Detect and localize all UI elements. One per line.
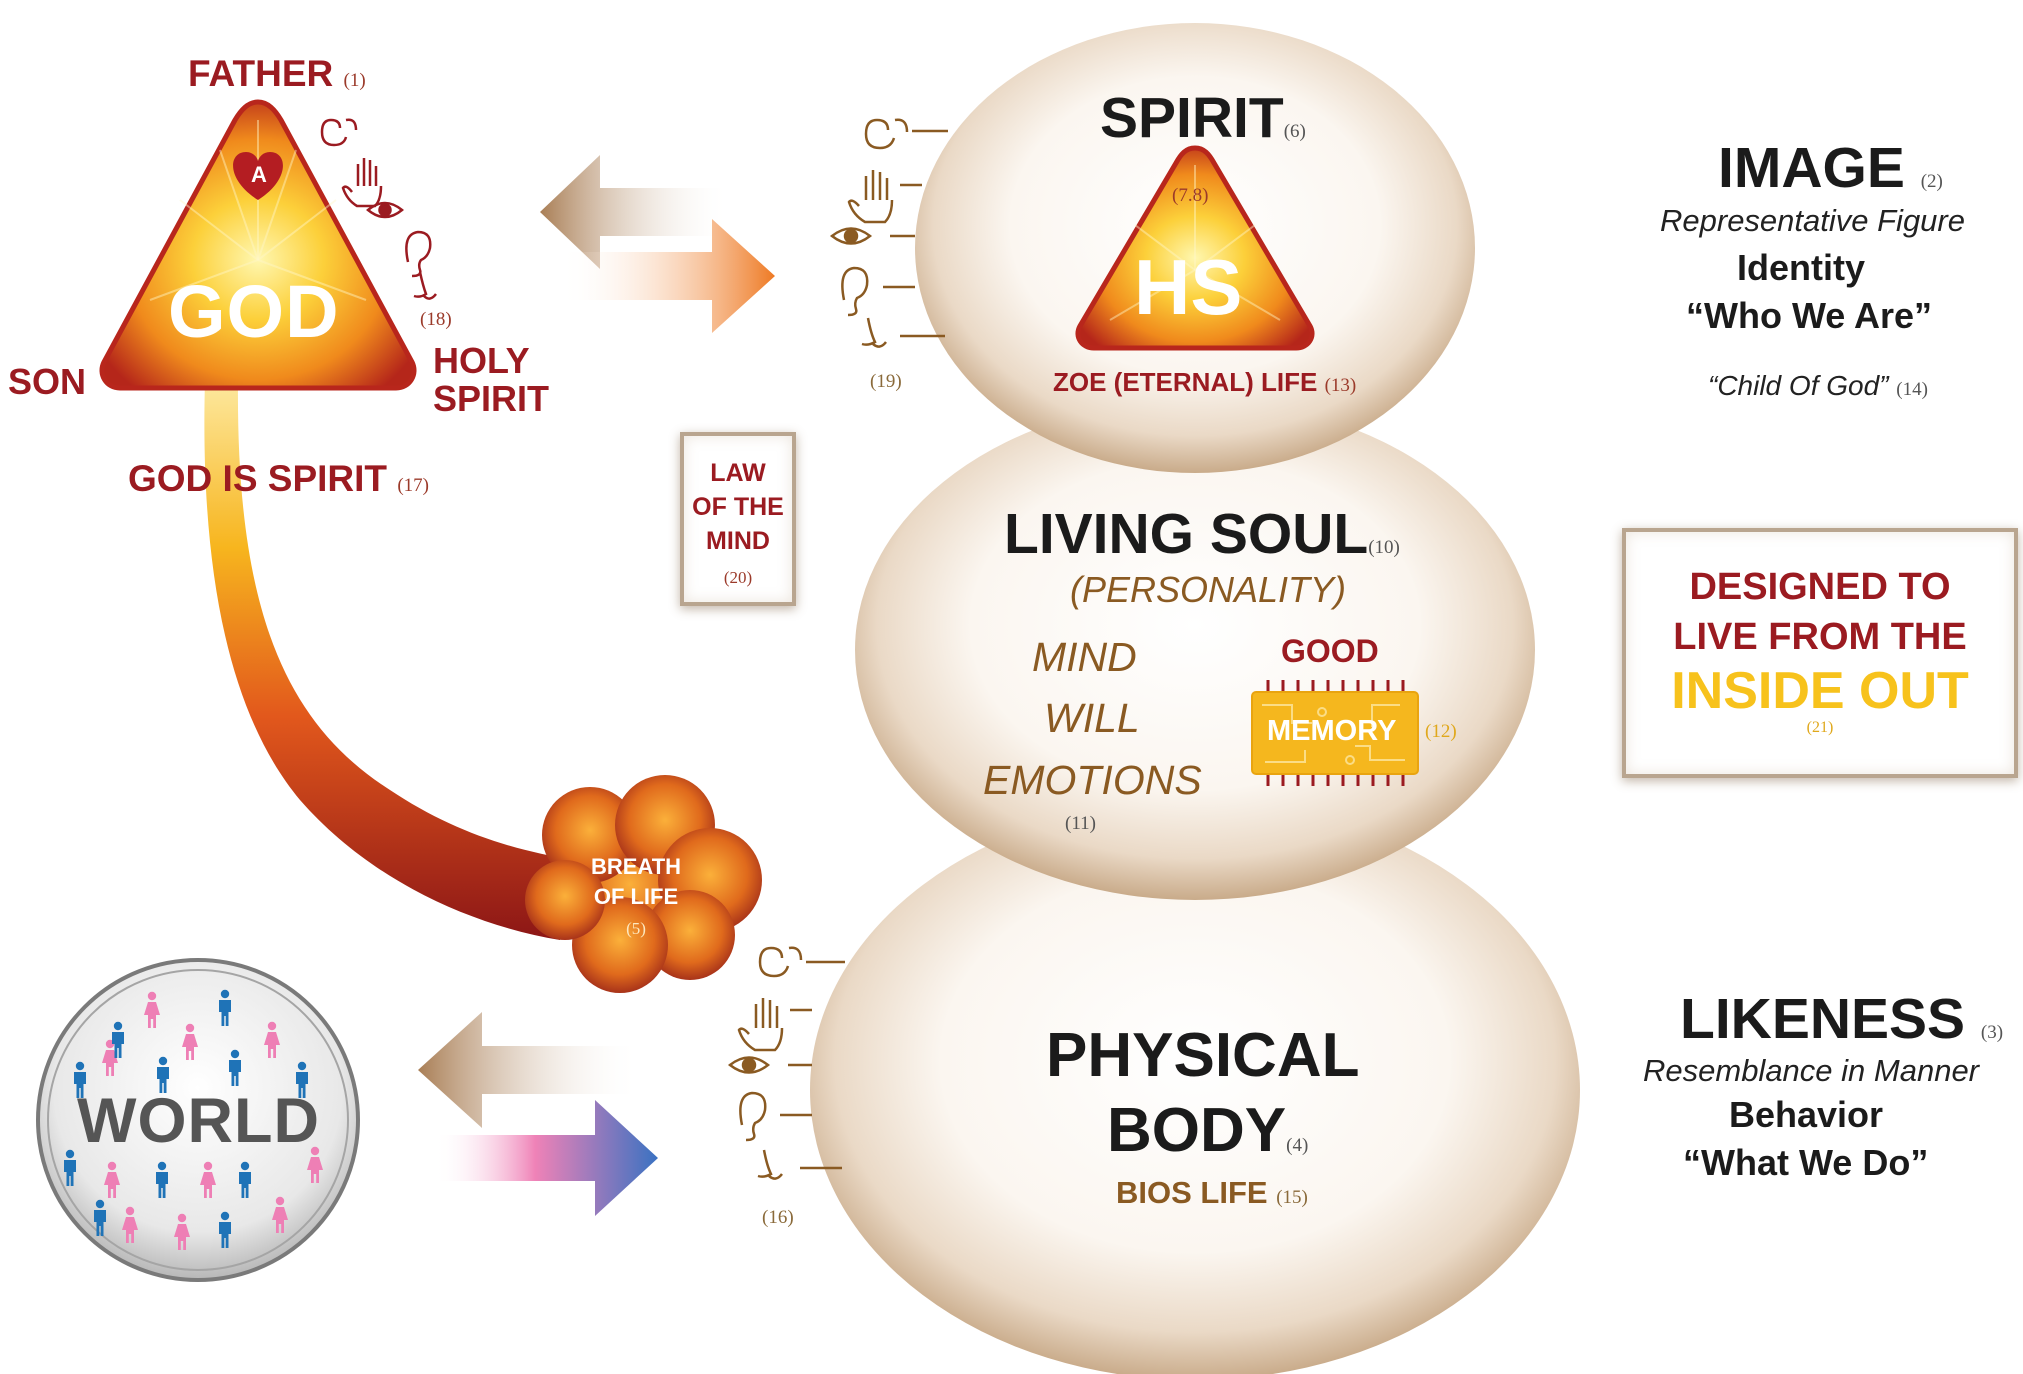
nose-icon [413,271,437,300]
image-title: IMAGE (2) [1718,136,1943,200]
arrow-god-to-spirit [560,219,775,333]
eye-icon [727,1056,771,1074]
hs-ref: (7.8) [1172,185,1209,206]
arrow-spirit-to-god [540,155,730,269]
law-of-mind-box [680,432,796,606]
image-subtitle: Representative Figure [1660,203,1965,238]
ear-icon [405,230,432,278]
spirit-senses-ref: (19) [870,371,902,392]
soul-item-will: WILL [1044,695,1140,741]
soul-orb [855,400,1535,900]
living-soul-title: LIVING SOUL(10) [1004,502,1400,566]
hs-triangle [1075,145,1315,351]
likeness-behavior: Behavior [1729,1094,1884,1135]
physical-title: PHYSICAL [1046,1021,1360,1090]
arrow-world-to-body [435,1100,658,1216]
god-label: GOD [168,270,340,353]
image-identity: Identity [1737,247,1866,288]
body-title: BODY(4) [1107,1096,1309,1165]
god-senses-ref: (18) [420,309,452,330]
bios-life: BIOS LIFE (15) [1116,1175,1308,1210]
body-orb [810,800,1580,1374]
image-quote: “Who We Are” [1686,295,1933,336]
hs-label: HS [1134,243,1243,331]
soul-item-mind: MIND [1032,634,1137,680]
hand-icon [847,170,894,224]
heart-icon [233,152,283,200]
tongue-icon [864,118,909,150]
tongue-icon [758,946,803,978]
likeness-title: LIKENESS (3) [1680,987,2004,1051]
breath-cloud [525,775,762,993]
world-label: WORLD [77,1086,320,1156]
heart-letter: A [251,162,267,187]
god-sense-icons [320,118,437,300]
designed-label: DESIGNED TO LIVE FROM THE INSIDE OUT (21… [1671,566,1969,736]
father-label: FATHER (1) [188,53,366,94]
hand-icon [737,998,784,1052]
zoe-life: ZOE (ETERNAL) LIFE (13) [1053,367,1357,397]
spirit-title: SPIRIT(6) [1100,86,1306,150]
god-is-spirit: GOD IS SPIRIT (17) [128,458,429,499]
likeness-quote: “What We Do” [1683,1142,1929,1183]
body-senses-ref: (16) [762,1207,794,1228]
nose-icon [861,317,887,348]
memory-chip-icon [1251,680,1419,786]
god-triangle [99,99,417,391]
soul-items-ref: (11) [1065,813,1096,834]
memory-ref: (12) [1425,721,1457,742]
ear-icon [841,266,869,317]
likeness-subtitle: Resemblance in Manner [1643,1053,1980,1088]
hand-icon [341,158,383,208]
son-label: SON [8,361,87,402]
child-of-god: “Child Of God” (14) [1708,370,1928,401]
nose-icon [757,1149,783,1180]
spirit-sense-icons [829,118,948,348]
eye-icon [366,201,404,219]
good-label: GOOD [1281,633,1379,669]
memory-label: MEMORY [1267,715,1397,747]
designed-box [1622,528,2018,778]
arrow-body-to-world [418,1012,640,1128]
tongue-icon [320,118,358,147]
eye-icon [829,227,873,245]
ear-icon [739,1091,767,1142]
body-sense-icons [727,946,845,1180]
father-ref: (1) [343,70,366,91]
soul-item-emotions: EMOTIONS [983,757,1202,803]
personality-label: (PERSONALITY) [1070,569,1347,610]
